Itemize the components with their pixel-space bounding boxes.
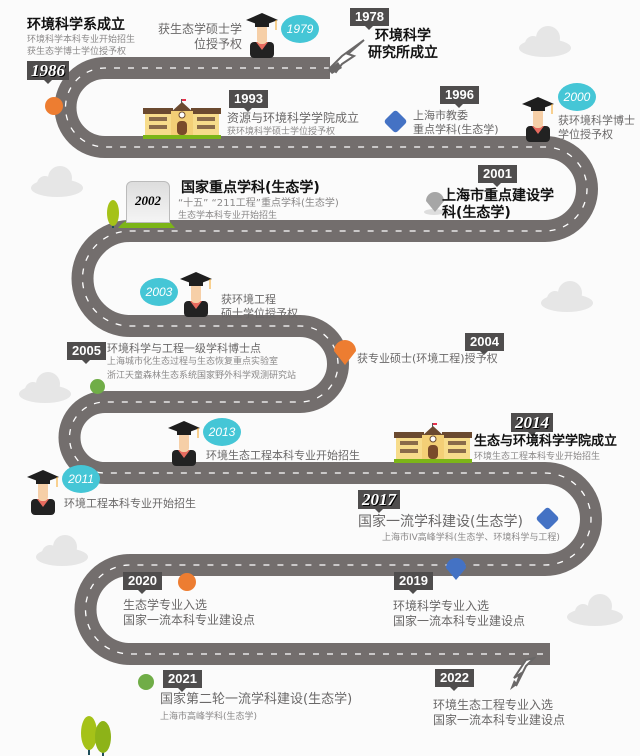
- year-badge-1978: 1978: [350, 8, 389, 30]
- orange-pin-icon: [334, 340, 356, 365]
- event-2017-line: 上海市IV高峰学科(生态学、环境科学与工程): [382, 533, 560, 543]
- event-2005-title: 环境科学与工程一级学科博士点: [107, 342, 261, 355]
- event-1986-line: 环境科学本科专业开始招生: [27, 35, 136, 45]
- year-badge-2004: 2004: [465, 333, 504, 355]
- event-2003-line: 硕士学位授予权: [221, 307, 298, 320]
- event-2013-line: 环境生态工程本科专业开始招生: [206, 449, 360, 462]
- year-bubble-1979: 1979: [281, 15, 319, 43]
- event-1993-title: 资源与环境科学学院成立: [227, 111, 360, 125]
- event-2002-line: 生态学本科专业开始招生: [178, 211, 278, 221]
- event-2002-title: 国家重点学科(生态学): [181, 180, 320, 196]
- event-2019-line: 环境科学专业入选: [393, 599, 490, 613]
- event-2005-line: 浙江天童森林生态系统国家野外科学观测研究站: [107, 371, 297, 381]
- event-2019-line: 国家一流本科专业建设点: [393, 614, 526, 628]
- graduate-icon: [25, 467, 61, 519]
- graduate-icon: [520, 94, 556, 146]
- event-1993-line: 获环境科学硕士学位授予权: [227, 127, 336, 137]
- year-bubble-2000: 2000: [558, 83, 596, 111]
- green-dot-icon: [138, 674, 154, 690]
- event-1996-line: 重点学科(生态学): [413, 123, 499, 136]
- school-building-icon: [143, 98, 221, 143]
- event-2001-line: 科(生态学): [442, 205, 511, 221]
- event-2004-line: 获专业硕士(环境工程)授予权: [357, 352, 498, 365]
- pointing-hand-icon: [328, 39, 365, 74]
- year-badge-2021: 2021: [163, 670, 202, 692]
- pointing-hand-icon: [510, 656, 536, 690]
- graduate-icon: [166, 418, 202, 470]
- event-2011-line: 环境工程本科专业开始招生: [64, 497, 196, 510]
- event-1986-line: 获生态学博士学位授予权: [27, 47, 127, 57]
- year-bubble-2011: 2011: [62, 465, 100, 493]
- year-badge-1993: 1993: [229, 90, 268, 112]
- cloud-icon: [567, 594, 623, 626]
- event-2000-line: 获环境科学博士: [558, 114, 635, 127]
- tombstone-year-2002: 2002: [126, 181, 170, 223]
- event-2020-line: 生态学专业入选: [123, 598, 208, 612]
- event-1986-title: 环境科学系成立: [27, 17, 125, 33]
- grey-pin-icon: [424, 192, 444, 215]
- year-badge-2005: 2005: [67, 342, 106, 364]
- year-bubble-2003: 2003: [140, 278, 178, 306]
- event-1979-line: 获生态学硕士学: [157, 22, 242, 36]
- event-1979-line: 位授予权: [193, 37, 242, 51]
- cloud-icon: [31, 166, 83, 197]
- event-2005-line: 上海城市化生态过程与生态恢复重点实验室: [107, 357, 279, 367]
- event-2021-line: 上海市高峰学科(生态学): [160, 712, 258, 722]
- cloud-icon: [36, 535, 88, 566]
- cloud-icon: [541, 281, 593, 312]
- tree-icon: [107, 200, 119, 228]
- event-2021-title: 国家第二轮一流学科建设(生态学): [160, 692, 353, 707]
- event-2022-line: 国家一流本科专业建设点: [433, 713, 566, 727]
- event-1978-line: 环境科学: [375, 28, 431, 44]
- event-2002-line: “十五” “211工程”重点学科(生态学): [178, 198, 339, 209]
- green-dot-icon: [90, 379, 105, 394]
- graduate-icon: [178, 269, 214, 321]
- cloud-icon: [19, 372, 71, 403]
- year-badge-2020: 2020: [123, 572, 162, 594]
- event-2001-line: 上海市重点建设学: [442, 188, 554, 204]
- orange-dot-icon: [178, 573, 196, 591]
- blue-pin-icon: [446, 558, 466, 580]
- event-2003-line: 获环境工程: [221, 293, 276, 306]
- event-2020-line: 国家一流本科专业建设点: [123, 613, 256, 627]
- cloud-icon: [519, 26, 571, 57]
- year-badge-2001: 2001: [478, 165, 517, 187]
- event-2022-line: 环境生态工程专业入选: [433, 698, 554, 712]
- event-2000-line: 学位授予权: [558, 128, 613, 141]
- event-1996-line: 上海市教委: [413, 109, 468, 122]
- graduate-icon: [244, 10, 280, 62]
- year-badge-1996: 1996: [440, 86, 479, 108]
- event-2017-title: 国家一流学科建设(生态学): [358, 514, 523, 530]
- orange-dot-icon: [45, 97, 63, 115]
- year-badge-2022: 2022: [435, 669, 474, 691]
- year-bubble-2013: 2013: [203, 418, 241, 446]
- year-badge-2019: 2019: [394, 572, 433, 594]
- tree-icon: [95, 721, 111, 756]
- event-1978-line: 研究所成立: [368, 45, 438, 61]
- year-badge-2014: 2014: [511, 413, 553, 436]
- tree-icon: [81, 716, 97, 755]
- event-2014-title: 生态与环境科学学院成立: [474, 434, 618, 449]
- year-badge-1986: 1986: [27, 61, 69, 84]
- year-badge-2017: 2017: [358, 490, 400, 513]
- event-2014-line: 环境生态工程本科专业开始招生: [474, 452, 601, 462]
- school-building-icon: [394, 422, 472, 467]
